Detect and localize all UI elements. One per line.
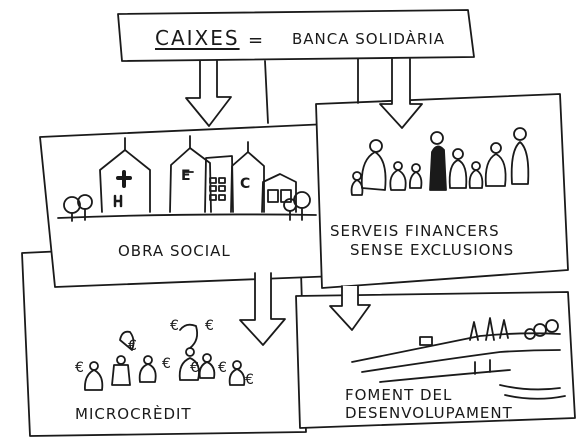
microcredit-people-sketch	[84, 323, 246, 391]
euro-symbol: €	[162, 356, 171, 372]
euro-symbol: €	[128, 338, 137, 354]
arrow-to-microcredit	[239, 272, 286, 346]
serveis-financers-label: SERVEIS FINANCERS	[330, 222, 500, 240]
euro-symbol: €	[205, 318, 214, 334]
desenvolupament-label: DESENVOLUPAMENT	[345, 404, 513, 422]
euro-symbol: €	[218, 360, 227, 376]
caixes-label: CAIXES	[155, 26, 240, 50]
building-letter-e: E	[181, 168, 191, 184]
foment-del-label: FOMENT DEL	[345, 386, 453, 404]
microcredit-label: MICROCRÈDIT	[75, 405, 192, 423]
buildings-sketch	[57, 135, 317, 222]
banca-solidaria-label: BANCA SOLIDÀRIA	[292, 30, 446, 48]
people-queue-sketch	[350, 127, 530, 196]
building-letter-c: C	[240, 176, 250, 192]
arrow-to-obra-social	[185, 60, 232, 127]
serveis-panel	[315, 93, 569, 289]
obra-social-label: OBRA SOCIAL	[118, 242, 231, 260]
arrow-to-serveis	[379, 58, 423, 129]
connector-line	[264, 60, 269, 124]
sense-exclusions-label: SENSE EXCLUSIONS	[350, 241, 515, 259]
equals-sign: =	[248, 30, 265, 51]
euro-symbol: €	[170, 318, 179, 334]
arrow-to-foment	[329, 285, 371, 331]
header-box	[117, 9, 475, 62]
euro-symbol: €	[190, 360, 199, 376]
euro-symbol: €	[245, 372, 254, 388]
euro-symbol: €	[75, 360, 84, 376]
landscape-sketch	[351, 317, 566, 400]
